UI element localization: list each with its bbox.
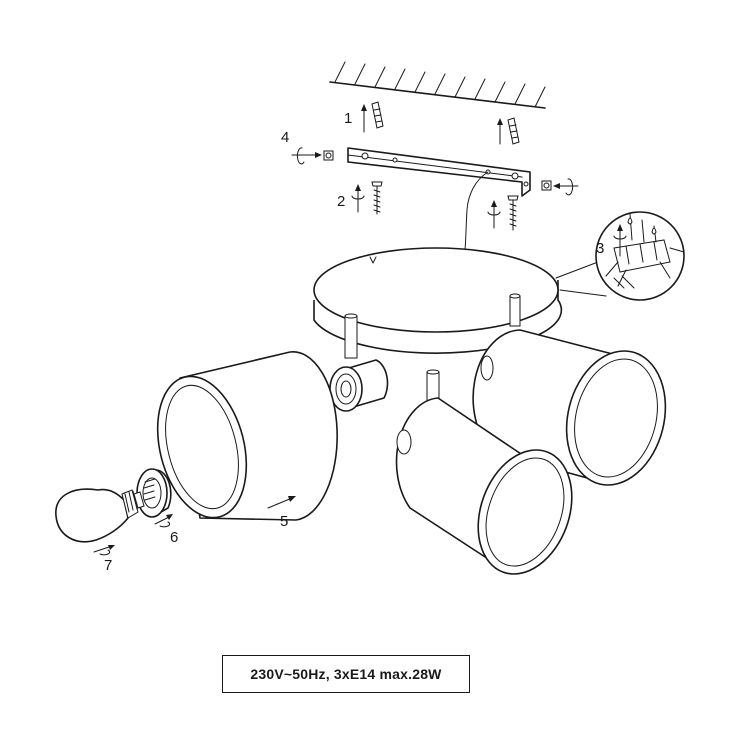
ceiling-hatch [329,61,546,109]
light-bulb [55,488,145,543]
step-label-6: 6 [170,529,178,546]
arrow-up-left [361,104,367,133]
screw-right [507,195,519,231]
bracket-nut-right [541,180,552,191]
wiring-detail [555,211,685,301]
rotate-arrow-left [291,147,322,165]
step-label-7: 7 [104,557,112,574]
supply-wire [464,171,489,251]
electrical-spec-label: 230V~50Hz, 3xE14 max.28W [222,655,470,693]
rotate-ring [154,514,173,528]
mounting-bracket [347,147,531,197]
arrow-up-right [497,118,503,145]
screw-left [371,181,383,215]
wall-plug-left [371,101,384,129]
step-label-5: 5 [280,513,288,530]
lamp-shade-left [156,351,338,521]
screw-rotate-right [487,200,501,229]
wall-plug-right [507,117,520,145]
rotate-bulb [93,545,115,556]
socket-holder [329,359,389,412]
stem-left [344,313,358,359]
canopy-plate [313,247,563,354]
step-label-2: 2 [337,193,345,210]
arrow-shade [267,496,296,509]
bracket-nut-left [323,150,334,161]
screwdriver-rotate [613,224,627,257]
lamp-shade-right [472,329,667,486]
rotate-arrow-right [553,178,579,196]
step-label-1: 1 [344,110,352,127]
shade-ring [136,468,172,518]
step-label-4: 4 [281,129,289,146]
lamp-shade-center [395,397,573,575]
screw-rotate-left [351,184,365,213]
stem-back [509,293,521,327]
step-label-3: 3 [596,240,604,257]
